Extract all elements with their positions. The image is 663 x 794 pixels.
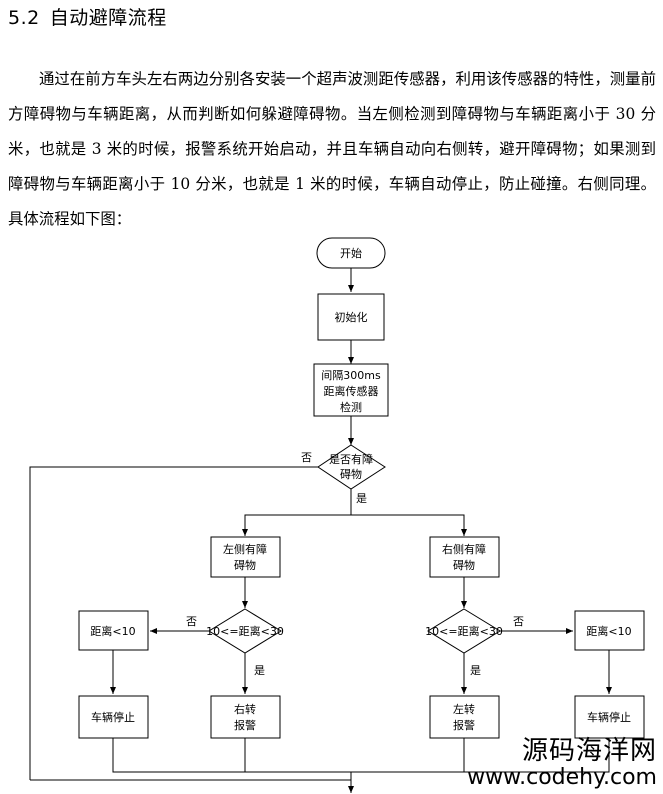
- left-yes-label: 是: [254, 664, 265, 677]
- section-number: 5.2: [8, 7, 40, 29]
- left-stop-label: 车辆停止: [91, 710, 135, 724]
- right-obstacle-node: 右侧有障 碍物: [429, 536, 500, 578]
- watermark: 源码海洋网 www.codehy.com: [467, 736, 657, 790]
- left-dist-lt10-node: 距离<10: [78, 610, 149, 651]
- start-node: 开始: [316, 237, 386, 269]
- obstacle-yes-label: 是: [356, 492, 367, 505]
- right-yes-label: 是: [470, 664, 481, 677]
- section-title: 自动避障流程: [49, 7, 167, 29]
- section-heading: 5.2 自动避障流程: [8, 3, 167, 30]
- right-has-line-2: 碍物: [453, 558, 475, 572]
- right-dist-lt10-label: 距离<10: [586, 624, 631, 638]
- right-stop-node: 车辆停止: [574, 695, 645, 739]
- watermark-url: www.codehy.com: [467, 765, 657, 790]
- obstacle-no-label: 否: [301, 451, 312, 464]
- left-stop-node: 车辆停止: [78, 695, 149, 739]
- left-dist-lt10-label: 距离<10: [90, 624, 135, 638]
- right-range-label: 10<=距离<30: [425, 624, 503, 638]
- left-no-label: 否: [186, 615, 197, 628]
- detect-node: 间隔300ms 距离传感器 检测: [313, 363, 389, 417]
- turn-left-line-2: 报警: [453, 718, 475, 732]
- turn-right-node: 右转 报警: [210, 695, 281, 739]
- detect-line-1: 间隔300ms: [321, 369, 381, 382]
- left-has-line-1: 左侧有障: [223, 542, 267, 556]
- turn-right-line-1: 右转: [234, 702, 256, 716]
- start-label: 开始: [340, 246, 362, 260]
- detect-line-3: 检测: [340, 400, 362, 414]
- detect-line-2: 距离传感器: [324, 384, 379, 398]
- left-range-label: 10<=距离<30: [206, 624, 284, 638]
- obstacle-avoidance-flowchart: 开始 初始化 间隔300ms 距离传感器 检测 是否有障 碍物 否 是 左侧有障…: [29, 237, 645, 793]
- turn-right-line-2: 报警: [234, 718, 256, 732]
- right-range-decision: 10<=距离<30: [425, 608, 503, 654]
- obstacle-q-line-1: 是否有障: [329, 452, 373, 466]
- watermark-site-name: 源码海洋网: [521, 736, 657, 766]
- right-no-label: 否: [513, 615, 524, 628]
- connectors: [29, 268, 612, 793]
- turn-left-node: 左转 报警: [429, 695, 500, 739]
- obstacle-q-line-2: 碍物: [340, 467, 362, 481]
- body-paragraph: 通过在前方车头左右两边分别各安装一个超声波测距传感器，利用该传感器的特性，测量前…: [8, 70, 656, 228]
- left-obstacle-node: 左侧有障 碍物: [210, 536, 281, 578]
- right-dist-lt10-node: 距离<10: [574, 610, 645, 651]
- init-node: 初始化: [317, 293, 385, 341]
- right-stop-label: 车辆停止: [587, 710, 631, 724]
- obstacle-decision: 是否有障 碍物: [317, 444, 386, 490]
- left-has-line-2: 碍物: [234, 558, 256, 572]
- turn-left-line-1: 左转: [453, 702, 475, 716]
- right-has-line-1: 右侧有障: [442, 542, 486, 556]
- init-label: 初始化: [335, 310, 368, 324]
- left-range-decision: 10<=距离<30: [206, 608, 284, 654]
